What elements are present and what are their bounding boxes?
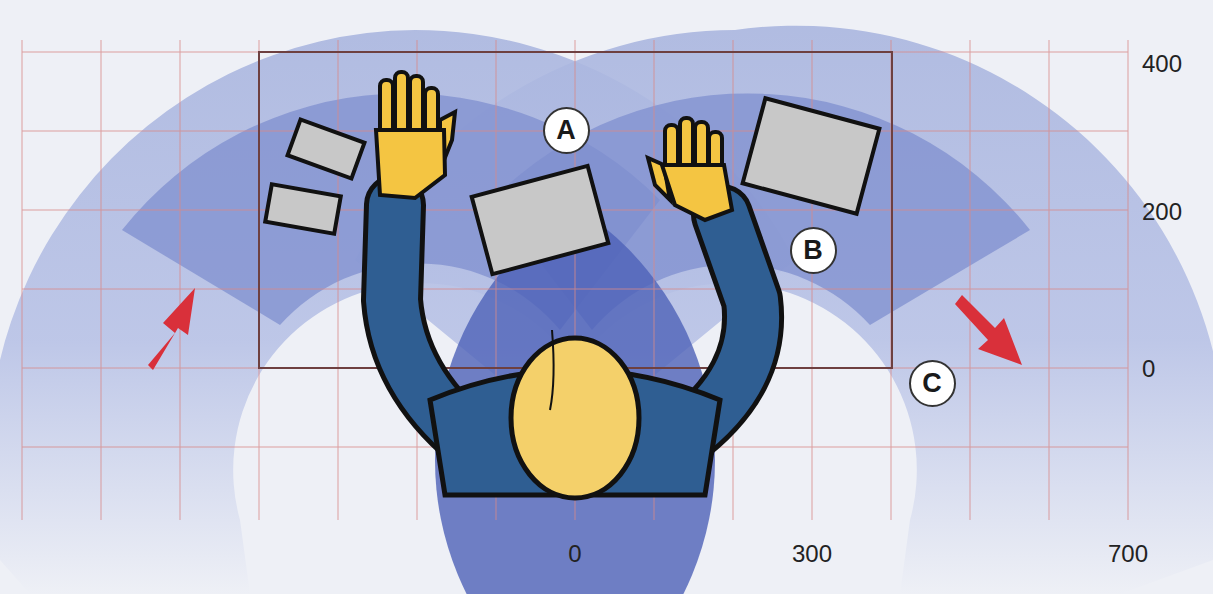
zone-letter: A (556, 115, 576, 146)
zone-marker-circle: C (908, 359, 957, 408)
zone-marker-circle: B (789, 226, 838, 275)
axis-value: 400 (1142, 50, 1182, 78)
axis-value: 200 (1142, 198, 1182, 226)
axis-value: 0 (1142, 355, 1155, 383)
zone-marker-circle: A (542, 106, 591, 155)
axis-value: 0 (568, 540, 581, 568)
axis-value: 700 (1108, 540, 1148, 568)
zone-letter: C (922, 368, 942, 399)
zone-letter: B (803, 235, 823, 266)
axis-value: 300 (792, 540, 832, 568)
